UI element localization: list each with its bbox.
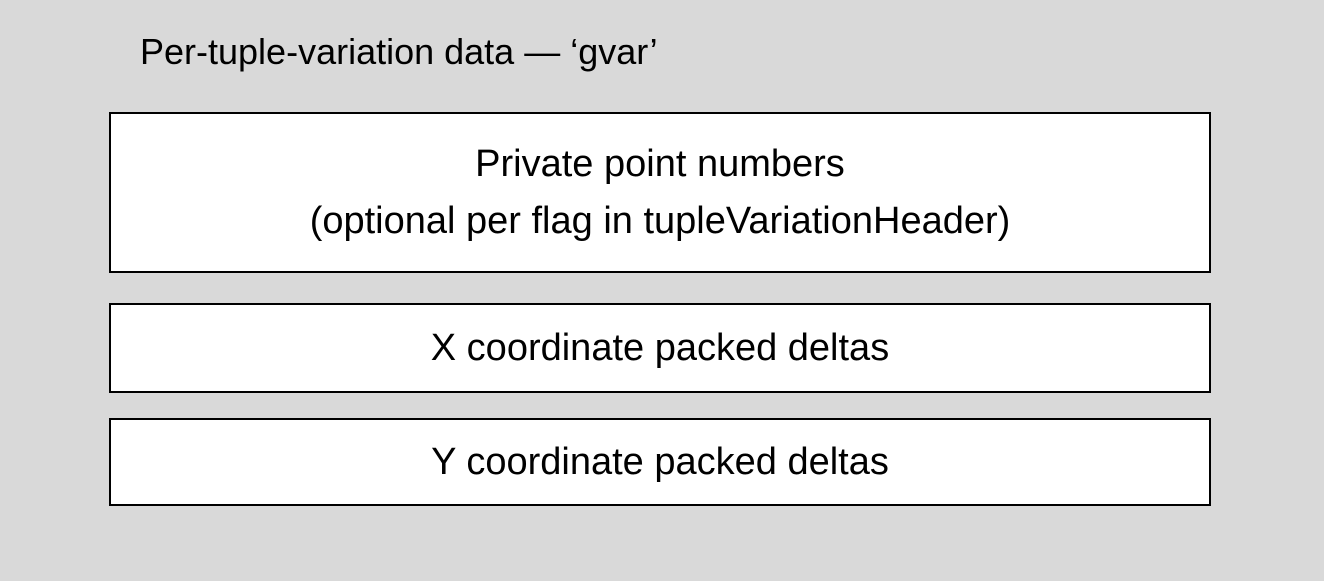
box-x-coordinate-packed-deltas-label: X coordinate packed deltas <box>430 326 890 369</box>
box-private-point-numbers: Private point numbers (optional per flag… <box>109 112 1211 273</box>
box-private-point-numbers-line-1: Private point numbers <box>475 142 845 185</box>
box-y-coordinate-packed-deltas-label: Y coordinate packed deltas <box>431 440 889 483</box>
diagram-title: Per-tuple-variation data — ‘gvar’ <box>140 31 658 72</box>
box-private-point-numbers-line-2: (optional per flag in tupleVariationHead… <box>309 199 1011 242</box>
box-y-coordinate-packed-deltas: Y coordinate packed deltas <box>109 418 1211 506</box>
box-x-coordinate-packed-deltas: X coordinate packed deltas <box>109 303 1211 393</box>
